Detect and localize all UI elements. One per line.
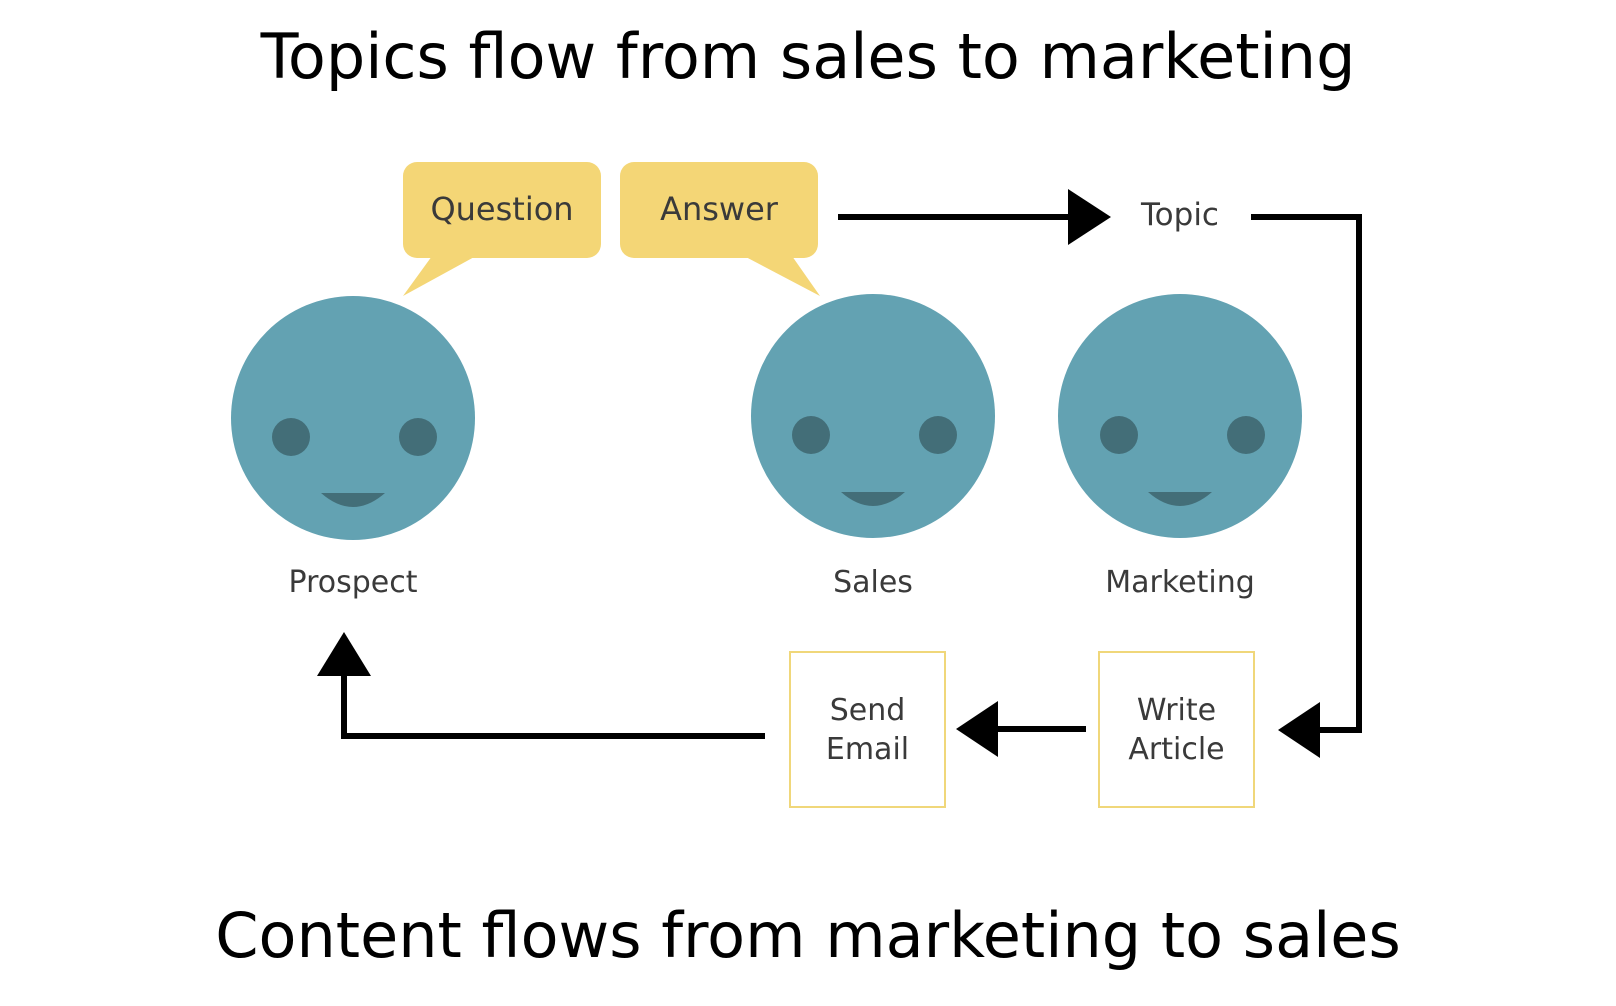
marketing-face (1058, 294, 1302, 538)
sales-label: Sales (833, 565, 913, 600)
question-bubble (403, 162, 601, 296)
topic-label: Topic (1141, 197, 1219, 233)
answer-bubble-text: Answer (660, 190, 778, 228)
bottom-heading: Content flows from marketing to sales (215, 899, 1401, 972)
arrow-to-topic (838, 189, 1111, 245)
question-bubble-text: Question (430, 190, 574, 228)
write-article-box: Write Article (1098, 651, 1255, 808)
arrow-to-write-article (1251, 214, 1362, 758)
prospect-face (231, 296, 475, 540)
write-article-line-2: Article (1128, 731, 1225, 767)
arrow-to-send-email (956, 701, 1086, 757)
answer-bubble (620, 162, 820, 296)
arrow-to-prospect (317, 632, 765, 739)
marketing-label: Marketing (1105, 565, 1255, 600)
write-article-line-1: Write (1136, 692, 1217, 728)
send-email-line-1: Send (829, 692, 906, 728)
sales-face (751, 294, 995, 538)
send-email-box: Send Email (789, 651, 946, 808)
top-heading: Topics flow from sales to marketing (260, 20, 1356, 93)
send-email-line-2: Email (825, 731, 910, 767)
prospect-label: Prospect (288, 565, 418, 600)
